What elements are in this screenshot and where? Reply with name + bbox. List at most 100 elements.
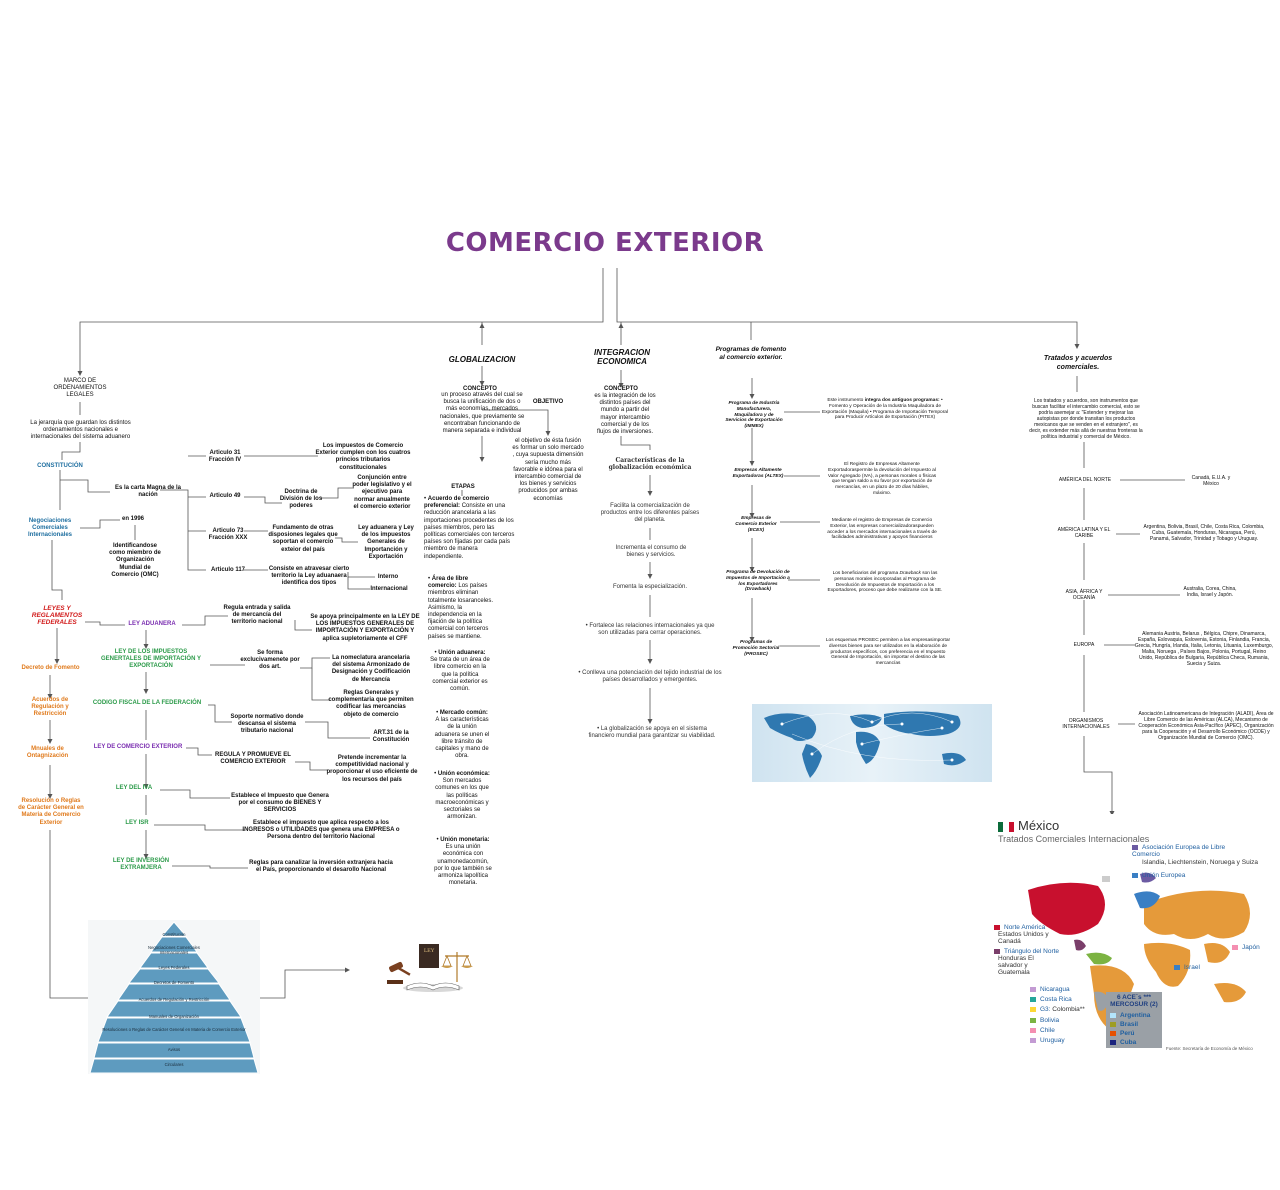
int-c4-text: Fortalece las relaciones internacionales… bbox=[589, 623, 715, 637]
legend-uruguay: Uruguay bbox=[1030, 1037, 1065, 1044]
drawback-desc-b: Drawback bbox=[899, 571, 921, 576]
legend-cuba: Cuba bbox=[1110, 1039, 1136, 1046]
ace-label: 6 ACE´s *** bbox=[1116, 994, 1152, 1001]
art73-node: Articulo 73 Fracción XXX bbox=[208, 528, 248, 542]
int-c3: Fomenta la especialización. bbox=[612, 584, 688, 590]
globalizacion-heading: GLOBALIZACION bbox=[448, 355, 516, 364]
mexico-flag-icon bbox=[998, 822, 1014, 832]
nicaragua-swatch-icon bbox=[1030, 986, 1036, 992]
drawback-desc-a: Los beneficiarios del programa bbox=[832, 571, 899, 576]
etapa-item: • Unión monetaria: Es una unión económic… bbox=[434, 837, 492, 887]
g3-label: G3: bbox=[1040, 1006, 1051, 1013]
pyramid-level: Avisos bbox=[167, 1047, 181, 1052]
page-title: COMERCIO EXTERIOR bbox=[445, 228, 765, 258]
region-name: EUROPA bbox=[1073, 642, 1095, 648]
legend-israel: Israel bbox=[1174, 964, 1200, 971]
integracion-heading: INTEGRACION ECONOMICA bbox=[594, 348, 650, 366]
bolivia-label: Bolivia bbox=[1040, 1017, 1060, 1024]
legend-japon: Japón bbox=[1232, 944, 1260, 951]
etapa-desc: Se trata de un área de libre comercio en… bbox=[430, 657, 490, 693]
book-label: LEY bbox=[423, 948, 435, 954]
int-concepto: es la integración de los distintos paíse… bbox=[594, 393, 656, 436]
uruguay-swatch-icon bbox=[1030, 1037, 1036, 1043]
etapa-desc: A las características de la unión aduane… bbox=[434, 717, 490, 760]
cff-node: CODIGO FISCAL DE LA FEDERACIÓN bbox=[92, 700, 202, 706]
etapa-title: Unión aduanera: bbox=[438, 650, 486, 656]
pyramid-level: Acuerdos de Regulación y Restricción bbox=[138, 997, 210, 1002]
pyramid-shape bbox=[89, 921, 259, 1074]
int-c5-text: Conlleva una potenciación del tejido ind… bbox=[582, 670, 722, 684]
doctrina-desc: Conjunción entre poder legislativo y el … bbox=[352, 475, 412, 510]
int-caracteristicas: Características de la globalización econ… bbox=[608, 457, 692, 472]
israel-swatch-icon bbox=[1174, 964, 1180, 970]
art31-desc: Los impuestos de Comercio Exterior cumpl… bbox=[315, 443, 411, 471]
g3-country: Colombia** bbox=[1052, 1006, 1085, 1013]
etapa-title: Área de libre comercio: bbox=[428, 576, 469, 590]
legend-nicaragua: Nicaragua bbox=[1030, 986, 1070, 993]
brasil-swatch-icon bbox=[1110, 1021, 1116, 1027]
internacional-node: Internacional bbox=[370, 586, 408, 592]
ue-swatch-icon bbox=[1132, 872, 1138, 878]
ley-igie-desc2: La nomeclatura arancelaria del sistema A… bbox=[331, 655, 411, 683]
art117-node: Articulo 117 bbox=[210, 567, 245, 573]
etapa-title: Unión económica: bbox=[437, 771, 490, 777]
cff-desc: Soporte normativo donde descansa el sist… bbox=[230, 714, 304, 735]
region-name: AMÉRICA DEL NORTE bbox=[1058, 477, 1112, 483]
pyramid-level: Manuales de Organización bbox=[149, 1014, 199, 1019]
costarica-swatch-icon bbox=[1030, 996, 1036, 1002]
marco-desc: La jerarquía que guardan los distintos o… bbox=[30, 420, 131, 441]
aelc-swatch-icon bbox=[1132, 844, 1138, 850]
ley-inv-node: LEY DE INVERSIÓN EXTRAMJERA bbox=[112, 858, 170, 872]
negociaciones-node: Negociaciones Comerciales Internacionale… bbox=[27, 518, 72, 539]
manuales-node: Mnuales de Ontagnización bbox=[26, 746, 69, 760]
ley-ce-desc2: Pretende incrementar la competitividad n… bbox=[326, 755, 418, 783]
tratados-heading: Tratados y acuerdos comerciales. bbox=[1043, 355, 1113, 371]
world-map-shape bbox=[1028, 872, 1250, 1030]
drawback-desc: Los beneficiarios del programa Drawback … bbox=[826, 571, 944, 594]
legal-pyramid: Constitución Negociaciones Comerciales I… bbox=[88, 920, 260, 1074]
legend-aelc: Asociación Europea de Libre Comercio bbox=[1132, 844, 1252, 858]
art31-const: ART.31 de la Constitución bbox=[372, 730, 410, 744]
japon-label: Japón bbox=[1242, 944, 1260, 951]
legend-argentina: Argentina bbox=[1110, 1012, 1150, 1019]
ley-isr-desc: Establece el impuesto que aplica respect… bbox=[242, 820, 400, 841]
ley-iva-desc: Establece el Impuesto que Genera por el … bbox=[231, 793, 329, 814]
legend-ue: Unión Europea bbox=[1132, 872, 1185, 879]
art31-node: Articulo 31 Fracción IV bbox=[208, 450, 242, 464]
etapa-desc: Consiste en una reducción arancelaria a … bbox=[424, 503, 515, 560]
carta-magna: Es la carta Magna de la nación bbox=[114, 485, 182, 499]
etapa-item: • Mercado común: A las características d… bbox=[434, 710, 490, 760]
etapa-desc: Son mercados comunes en los que las polí… bbox=[435, 778, 489, 821]
glob-concepto: un proceso através del cual se busca la … bbox=[439, 392, 525, 435]
ley-aduanera-ref: Ley aduanera y Ley de los impuestos Gene… bbox=[358, 525, 414, 560]
omc-node: Identificandose como miembro de Organiza… bbox=[109, 543, 161, 578]
map-title: México bbox=[1018, 818, 1060, 833]
glob-etapas: ETAPAS bbox=[451, 484, 475, 490]
region-name: AMÉRICA LATINA Y EL CARIBE bbox=[1057, 527, 1111, 539]
immex-desc: Este instrumento integra dos antiguos pr… bbox=[820, 398, 950, 421]
doctrina-node: Doctrina de División de los poderes bbox=[279, 489, 323, 510]
art73-desc: Fundamento de otras disposiones legales … bbox=[268, 525, 338, 553]
prosec-desc: Los esquemas PROSEC permiten a las empre… bbox=[825, 638, 951, 667]
legend-chile: Chile bbox=[1030, 1027, 1055, 1034]
etapa-desc: Es una unión económica con unamonedacomú… bbox=[434, 844, 492, 887]
acuerdos-node: Acuerdos de Regulación y Restricción bbox=[31, 697, 69, 718]
cuba-label: Cuba bbox=[1120, 1039, 1137, 1046]
legend-g3: G3: Colombia** bbox=[1030, 1006, 1085, 1013]
decreto-node: Decreto de Fomento bbox=[21, 665, 80, 671]
ley-iva-node: LEY DEL IVA bbox=[115, 785, 153, 791]
altex-node: Empresas Altamente Exportadoras (ALTEX) bbox=[732, 468, 784, 479]
map-subtitle: Tratados Comerciales Internacionales bbox=[998, 834, 1150, 844]
region-name: ASIA, ÁFRICA Y OCEANÍA bbox=[1065, 589, 1103, 601]
region-countries: Asociación Latinoamericana de Integració… bbox=[1138, 711, 1274, 741]
pyramid-level: Leyes Federales bbox=[158, 965, 190, 970]
pyramid-level: Constitución bbox=[162, 932, 186, 937]
legend-peru: Perú bbox=[1110, 1030, 1134, 1037]
nicaragua-label: Nicaragua bbox=[1040, 986, 1070, 993]
legend-tn: Triángulo del Norte bbox=[994, 948, 1059, 955]
brasil-label: Brasil bbox=[1120, 1021, 1139, 1028]
region-countries: Australia, Corea, China, India, Israel y… bbox=[1183, 586, 1237, 598]
region-countries: Canadá, E.U.A. y México bbox=[1191, 475, 1231, 487]
programas-heading: Programas de fomento al comercio exterio… bbox=[715, 346, 787, 361]
